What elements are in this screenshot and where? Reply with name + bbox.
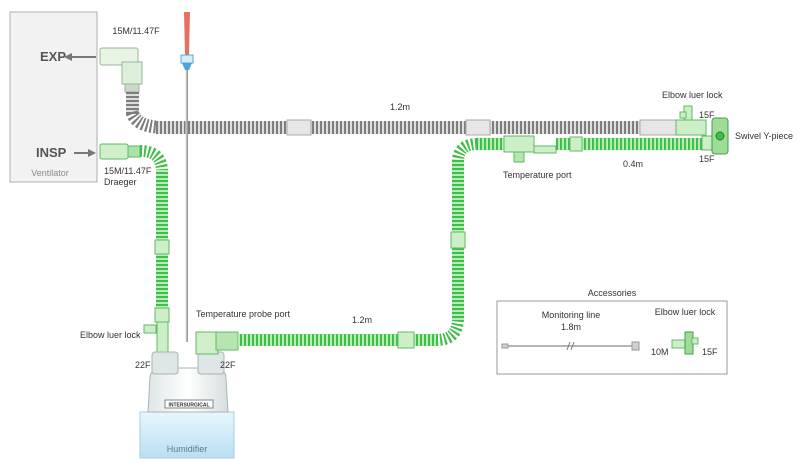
patient-segment-length-label: 0.4m [623,159,643,169]
chamber-port-left [151,351,179,375]
humidifier: Humidifier INTERSURGICAL 22F Temperature… [139,309,291,459]
exp-label: EXP [40,49,66,64]
swivel-y-piece-label: Swivel Y-piece [735,131,793,141]
inspiratory-limb-dry: 15M/11.47F Draeger Elbow luer lock 22F [80,143,170,370]
temperature-probe [180,12,194,342]
exp-elbow-connector [99,47,139,66]
ventilator: Ventilator EXP INSP [9,11,98,183]
accessory-elbow-luer-lock [671,331,699,355]
y-piece-15f-bottom-label: 15F [699,154,715,164]
elbow-luer-lock-left-label: Elbow luer lock [80,330,141,340]
ventilator-label: Ventilator [31,168,69,178]
insp-label: INSP [36,145,67,160]
insp-arrow-icon [74,149,96,157]
temperature-port-label: Temperature port [503,170,572,180]
humidifier-base [139,411,235,459]
insp-connector-label-2: Draeger [104,177,137,187]
exp-arrow-icon [64,53,96,61]
temperature-probe-port-label: Temperature probe port [196,309,291,319]
inspiratory-limb-heated: Temperature port 0.4m 1.2m [238,135,702,349]
humidifier-brand-logo: INTERSURGICAL [168,403,209,409]
accessories-box: Accessories Monitoring line 1.8m Elbow l… [496,288,728,375]
insp-connector-label-1: 15M/11.47F [104,166,152,176]
elbow-luer-lock-left-fitting [143,324,157,334]
temperature-probe-port-fitting [215,331,239,351]
patient-segment-tube [556,138,702,150]
expiratory-tube [156,121,676,134]
temperature-port-fitting [503,135,535,153]
elbow-luer-lock-top-label: Elbow luer lock [662,90,723,100]
swivel-icon [715,131,725,141]
monitoring-line-label: Monitoring line [542,310,601,320]
monitoring-line-length: 1.8m [561,322,581,332]
humidifier-label: Humidifier [167,444,208,454]
inspiratory-tube [238,334,438,346]
swivel-y-piece: Elbow luer lock 15F 15F Swivel Y-piece [662,90,793,164]
y-piece-15f-top-label: 15F [699,110,715,120]
expiratory-limb: 15M/11.47F 1.2m [99,26,677,136]
probe-red-tip [184,12,190,55]
accessories-title: Accessories [588,288,637,298]
port-22f-right-label: 22F [220,360,236,370]
accessory-elbow-15f-label: 15F [702,347,718,357]
expiratory-length-label: 1.2m [390,102,410,112]
exp-connector-label: 15M/11.47F [112,26,160,36]
monitoring-line [501,341,640,351]
port-22f-left-label: 22F [135,360,151,370]
inspiratory-length-label: 1.2m [352,315,372,325]
insp-connector [99,143,129,160]
accessory-elbow-10m-label: 10M [651,347,669,357]
accessory-elbow-luer-lock-label: Elbow luer lock [655,307,716,317]
